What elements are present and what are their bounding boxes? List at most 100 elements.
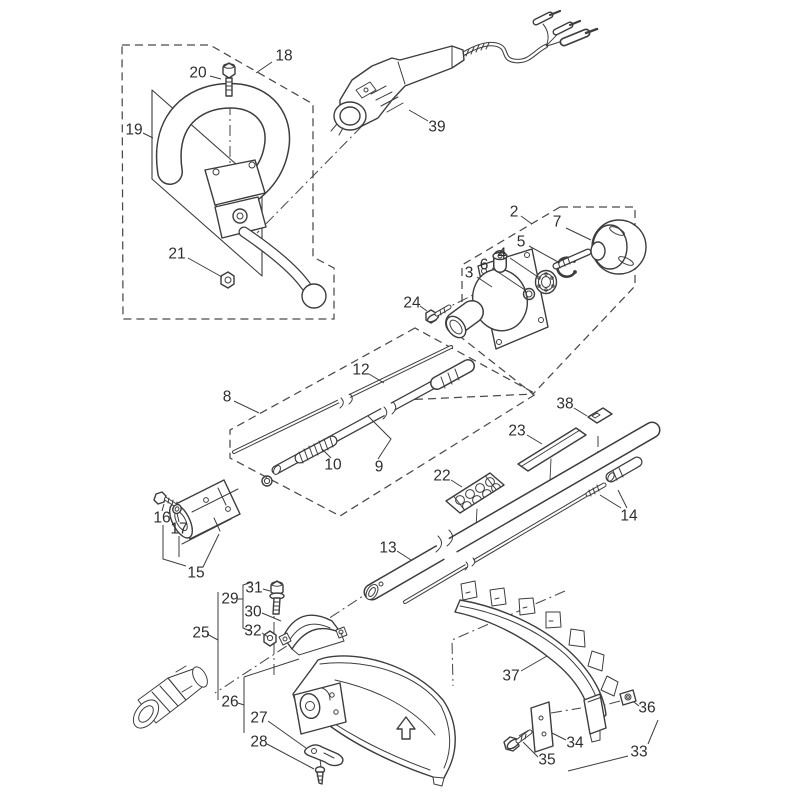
plate34-axis-line [550, 707, 582, 714]
leader-line-39 [408, 109, 429, 122]
part-number-24: 24 [403, 295, 421, 312]
part-number-23: 23 [508, 423, 525, 440]
part-17-washer [172, 503, 182, 515]
part-number-38: 38 [556, 396, 573, 413]
part-number-25: 25 [192, 625, 209, 642]
leader-line-25 [206, 633, 219, 641]
shaft-group-box [229, 327, 538, 517]
leader-line-8 [233, 400, 260, 414]
leader-line-36 [633, 701, 640, 707]
part-number-13: 13 [379, 540, 396, 557]
leader-line-13 [396, 550, 412, 561]
part-number-34: 34 [566, 735, 584, 752]
part-number-29: 29 [221, 591, 238, 608]
part-number-16: 16 [153, 510, 170, 527]
leader-line-33 [567, 755, 629, 772]
leader-line-14 [617, 489, 628, 509]
sticker23-position-line [549, 458, 552, 481]
leader-line-18 [255, 61, 273, 74]
handle-group-box [121, 44, 335, 320]
leader-line-27 [267, 720, 307, 749]
leader-line-4 [509, 257, 539, 278]
part-20-bolt [222, 62, 236, 97]
leader-line-24 [419, 305, 428, 312]
nut36-axis-line [604, 700, 621, 706]
part-number-22: 22 [433, 468, 450, 485]
leader-line-32 [261, 632, 269, 638]
part-number-4: 4 [498, 246, 507, 263]
part-9-outer-tube [271, 359, 475, 475]
part-34-plate [530, 701, 554, 753]
part-11-o-ring [261, 475, 273, 487]
part-22-warning-sticker [445, 472, 505, 514]
part-24-bolt [425, 304, 452, 324]
leader-line-30 [261, 612, 282, 622]
part-number-6: 6 [480, 257, 489, 274]
gearhead-reference [132, 665, 208, 729]
leader-line-5 [528, 245, 561, 264]
shaft-group-box-edge [401, 393, 535, 401]
leader-line-15 [202, 533, 220, 568]
part-14-coupler [585, 456, 643, 497]
leader-line-20 [209, 75, 222, 80]
part-number-21: 21 [168, 246, 185, 263]
part-number-33: 33 [630, 744, 647, 761]
leader-line-34 [551, 732, 567, 741]
part-number-30: 30 [244, 604, 262, 621]
leader-line-22 [450, 479, 463, 488]
part-number-17: 17 [170, 521, 187, 538]
leader-line-2 [520, 215, 533, 225]
leader-line-3 [476, 276, 493, 288]
leader-line-29 [242, 581, 253, 632]
part-number-2: 2 [510, 204, 519, 221]
part-28-screw [314, 766, 326, 785]
part-31-bolt [269, 580, 285, 615]
leader-line-21 [187, 257, 223, 278]
part-27-limiter-blade [303, 744, 344, 767]
part-6-o-ring [522, 287, 536, 301]
leader-line-35 [522, 741, 539, 758]
part-21-nut [220, 271, 235, 289]
part-number-31: 31 [245, 580, 262, 597]
part-32-nut [263, 630, 277, 647]
group-boxes [121, 44, 636, 517]
leader-line-33 [647, 719, 659, 745]
leader-line-28 [266, 743, 315, 770]
part-number-32: 32 [244, 623, 261, 640]
part-number-3: 3 [465, 265, 474, 282]
part-number-35: 35 [538, 752, 555, 769]
leader-line-14 [599, 494, 622, 509]
leader-line-38 [573, 407, 588, 417]
leader-line-19 [142, 132, 154, 139]
part-4-bearing [534, 269, 558, 295]
part-number-18: 18 [275, 48, 292, 65]
part-number-7: 7 [553, 214, 562, 231]
part-number-9: 9 [375, 459, 384, 476]
part-26-guard [292, 655, 456, 787]
leader-line-10 [321, 448, 332, 459]
part-number-36: 36 [638, 700, 655, 717]
part-number-26: 26 [221, 694, 238, 711]
leader-line-7 [565, 227, 592, 241]
leader-line-12 [368, 373, 385, 384]
leader-line-6 [491, 267, 526, 291]
part-number-14: 14 [620, 508, 638, 525]
leader-line-9 [367, 415, 392, 460]
leader-line-26 [243, 658, 300, 678]
part-39-throttle-assembly [330, 9, 599, 136]
part-number-12: 12 [352, 362, 369, 379]
part-number-39: 39 [428, 119, 445, 136]
handle-frame-box [151, 89, 263, 277]
part-number-27: 27 [250, 710, 267, 727]
leader-lines [142, 61, 659, 772]
part-10-threaded-end [294, 435, 338, 464]
part-7-clutch-drum [552, 219, 647, 275]
leader-line-37 [520, 655, 548, 672]
leader-line-16 [161, 503, 165, 512]
leader-line-26 [237, 702, 245, 706]
part-number-15: 15 [187, 565, 204, 582]
up-arrow-marking [396, 716, 416, 740]
part-number-5: 5 [517, 234, 526, 251]
